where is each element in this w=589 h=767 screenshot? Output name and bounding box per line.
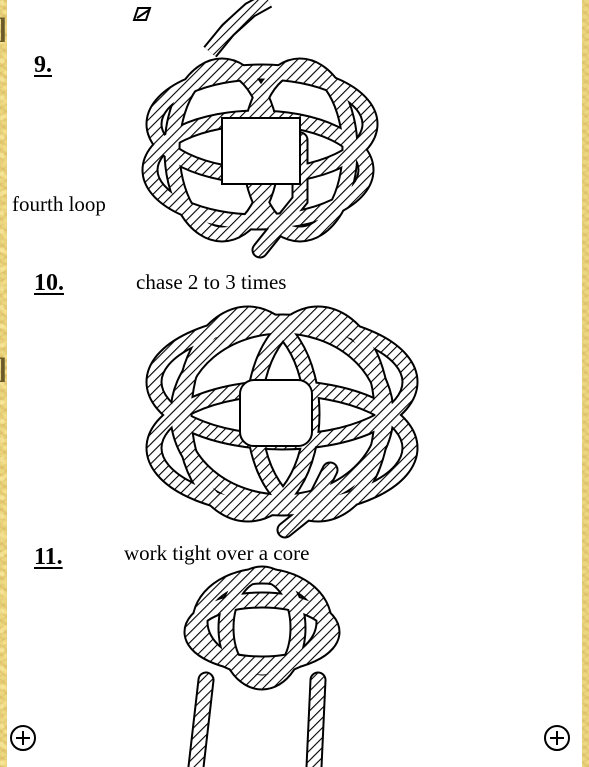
step-9-number: 9.	[34, 52, 52, 79]
plus-circle-icon	[8, 723, 38, 753]
previous-step-fragment	[134, 8, 150, 20]
step-10-caption: chase 2 to 3 times	[136, 270, 286, 295]
step-10-number: 10.	[34, 270, 64, 297]
step-11-number: 11.	[34, 544, 63, 571]
step-9-callout: fourth loop	[12, 192, 106, 217]
step-11-caption: work tight over a core	[124, 541, 309, 566]
step-11-knot-drawing	[192, 574, 332, 767]
step-9-knot-drawing	[150, 66, 370, 250]
step-10-knot-drawing	[154, 314, 410, 530]
plus-circle-icon	[542, 723, 572, 753]
rope-end-top	[210, 0, 268, 52]
